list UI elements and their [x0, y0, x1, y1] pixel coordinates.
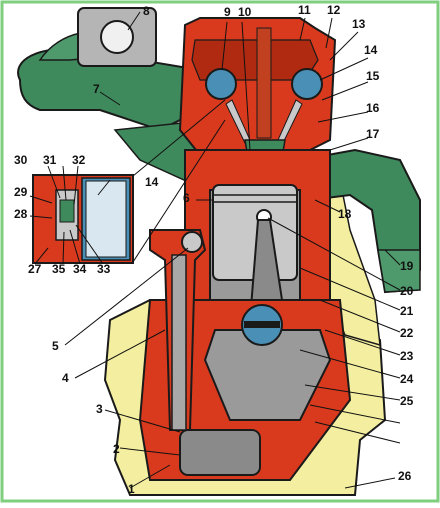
callout-22: 22 — [400, 326, 414, 340]
callout-25: 25 — [400, 394, 414, 408]
callout-32: 32 — [72, 153, 86, 167]
callout-5: 5 — [52, 339, 59, 353]
callout-4: 4 — [62, 371, 69, 385]
callout-14: 14 — [364, 43, 378, 57]
inset-follower — [85, 180, 127, 258]
callout-28: 28 — [14, 207, 28, 221]
callout-11: 11 — [298, 3, 311, 17]
callout-3: 3 — [96, 402, 103, 416]
intake-camshaft — [205, 68, 237, 100]
callout-24: 24 — [400, 372, 414, 386]
callout-17: 17 — [366, 127, 380, 141]
callout-13: 13 — [352, 17, 366, 31]
callout-18: 18 — [338, 207, 352, 221]
callout-12: 12 — [327, 3, 341, 17]
auxiliary-gear — [181, 231, 203, 253]
callout-35: 35 — [52, 262, 66, 276]
callout-7: 7 — [93, 82, 100, 96]
exhaust-camshaft — [291, 68, 323, 100]
callout-26: 26 — [398, 469, 412, 483]
inset-plunger — [59, 199, 75, 223]
callout-31: 31 — [43, 153, 57, 167]
callout-9: 9 — [224, 5, 231, 19]
crank-counterweight — [203, 329, 332, 421]
callout-1: 1 — [128, 482, 135, 496]
leader-lines — [29, 11, 401, 489]
callout-16: 16 — [366, 101, 380, 115]
callout-29: 29 — [14, 185, 28, 199]
callout-19: 19 — [400, 259, 414, 273]
callout-33: 33 — [97, 262, 111, 276]
inset-pointer-2 — [132, 119, 226, 263]
callout-23: 23 — [400, 349, 414, 363]
exhaust-outlet — [377, 249, 421, 293]
callout-6: 6 — [183, 191, 190, 205]
auxiliary-shaft — [171, 254, 187, 431]
callout-14-inset: 14 — [145, 175, 159, 189]
callout-34: 34 — [73, 262, 87, 276]
spark-plug-well — [256, 27, 272, 139]
throttle-bore — [100, 20, 134, 54]
callout-8: 8 — [143, 4, 150, 18]
callout-2: 2 — [113, 442, 120, 456]
callout-27: 27 — [28, 262, 42, 276]
callout-10: 10 — [238, 5, 252, 19]
callout-21: 21 — [400, 304, 414, 318]
oil-pump — [179, 429, 261, 476]
callout-15: 15 — [366, 69, 380, 83]
callout-30: 30 — [14, 153, 28, 167]
inset-pointer — [132, 99, 226, 177]
callout-20: 20 — [400, 284, 414, 298]
